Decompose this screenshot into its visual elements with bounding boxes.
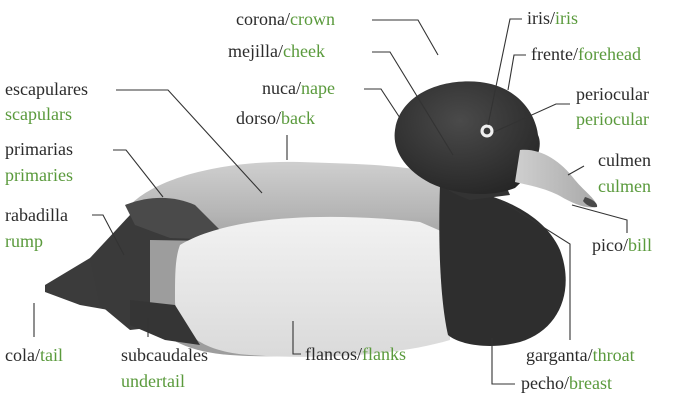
label-periocular-es: periocular [576, 84, 649, 104]
duck-breast [439, 185, 565, 346]
label-crown: corona/crown [236, 9, 335, 29]
leader-culmen [568, 166, 584, 175]
label-rump-en: rump [5, 231, 43, 251]
label-scapulars-es: escapulares [5, 79, 88, 99]
label-nape: nuca/nape [262, 78, 335, 98]
leader-forehead [508, 55, 526, 90]
label-flanks: flancos/flanks [305, 344, 406, 364]
label-bill: pico/bill [592, 235, 652, 255]
label-throat: garganta/throat [526, 345, 635, 365]
label-culmen-es: culmen [598, 150, 651, 170]
label-undertail-en: undertail [121, 371, 185, 391]
leader-bill [572, 205, 627, 233]
label-breast: pecho/breast [521, 373, 612, 393]
label-forehead: frente/forehead [531, 44, 641, 64]
label-rump-es: rabadilla [5, 205, 68, 225]
label-back: dorso/back [236, 108, 315, 128]
label-primaries-en: primaries [5, 165, 73, 185]
leader-crown [372, 20, 438, 55]
label-scapulars-en: scapulars [5, 104, 72, 124]
label-cheek: mejilla/cheek [228, 41, 325, 61]
label-iris: iris/iris [527, 8, 578, 28]
label-culmen-en: culmen [598, 176, 651, 196]
label-tail: cola/tail [5, 345, 63, 365]
duck-flanks [175, 217, 450, 357]
label-undertail-es: subcaudales [121, 345, 208, 365]
label-primaries-es: primarias [5, 139, 73, 159]
leader-nape [364, 89, 400, 118]
label-periocular-en: periocular [576, 109, 649, 129]
duck-iris [484, 128, 491, 135]
